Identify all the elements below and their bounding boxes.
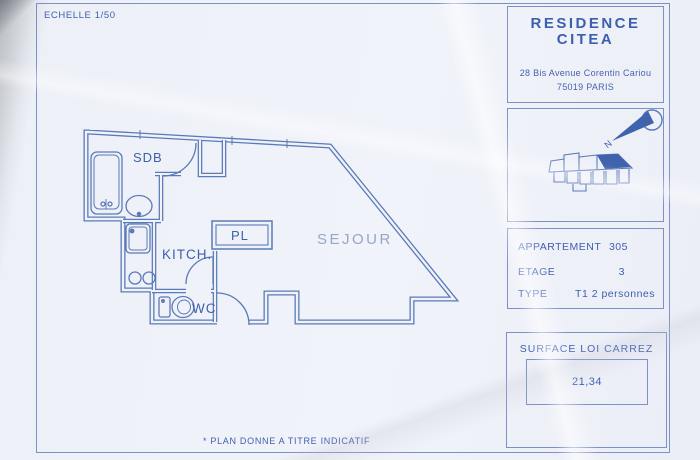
surface-value: 21,34 [571, 376, 603, 388]
info-value: 305 [608, 241, 628, 253]
room-label-pl: PL [231, 228, 249, 243]
room-label-wc: WC [192, 301, 217, 316]
kitchen-burners [128, 271, 156, 285]
residence-name-line1: RESIDENCE [530, 15, 641, 32]
bathtub [90, 151, 123, 215]
room-label-kitch: KITCH. [162, 247, 212, 262]
room-label-sejour: SEJOUR [317, 231, 393, 248]
info-label: APPARTEMENT [518, 241, 602, 253]
apartment-info-box: APPARTEMENT 305 ETAGE 3 TYPE T1 2 person… [507, 228, 664, 309]
address-line1: 28 Bis Avenue Corentin Cariou [519, 68, 652, 78]
interior-walls [123, 140, 227, 322]
info-label: TYPE [518, 288, 548, 300]
address-line2: 75019 PARIS [556, 82, 615, 92]
surface-box: SURFACE LOI CARREZ 21,34 [506, 332, 667, 448]
surface-title: SURFACE LOI CARREZ [519, 343, 654, 355]
title-block: RESIDENCE CITEA 28 Bis Avenue Corentin C… [507, 6, 664, 103]
room-label-sdb: SDB [133, 150, 163, 165]
footer-note: * PLAN DONNE A TITRE INDICATIF [203, 436, 371, 446]
toilet [158, 295, 195, 319]
residence-name-line2: CITEA [556, 31, 615, 48]
bathroom-sink [125, 194, 153, 218]
info-value: T1 2 personnes [575, 288, 655, 300]
info-label: ETAGE [518, 266, 556, 278]
info-value: 3 [618, 266, 625, 278]
entry-door-arc [216, 292, 250, 326]
surface-value-box: 21,34 [526, 359, 648, 405]
compass-box [507, 108, 664, 222]
kitchen-sink [125, 223, 151, 254]
sdb-door-arc [162, 142, 197, 177]
